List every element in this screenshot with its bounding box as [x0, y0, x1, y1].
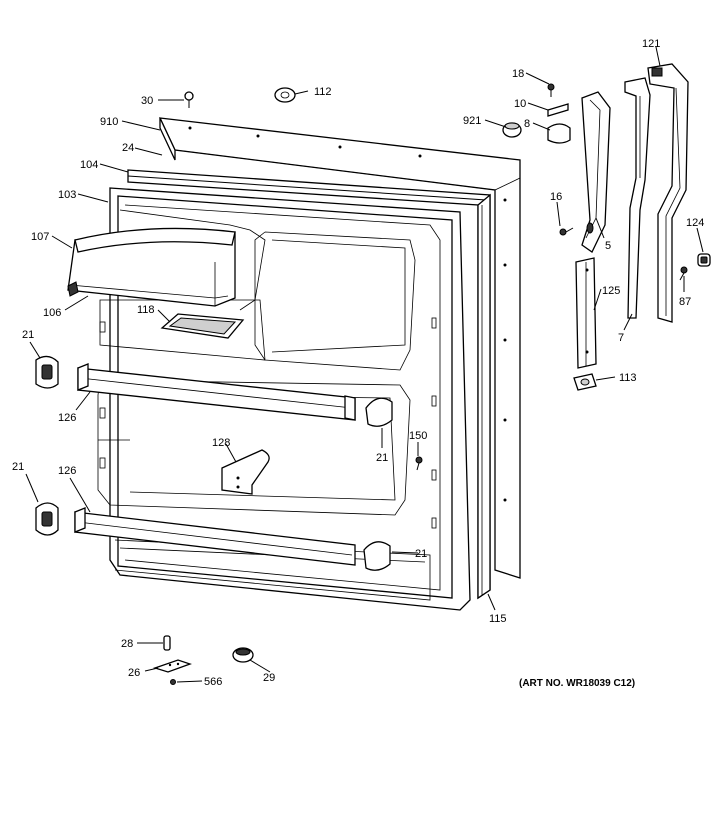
screw-16	[559, 227, 574, 236]
screw-87	[679, 266, 688, 281]
hinge-bar-7	[624, 77, 651, 319]
callout-labels: 18 121 30 112 10 921 8 910 24 104 103 16…	[12, 38, 704, 688]
door-shelf-upper	[77, 363, 356, 421]
callout-118: 118	[137, 304, 155, 316]
callout-28: 28	[121, 638, 133, 650]
hinge-121	[647, 63, 689, 323]
callout-21-left-upper: 21	[22, 329, 34, 341]
callout-104: 104	[80, 159, 98, 171]
callout-910: 910	[100, 116, 118, 128]
clip-21-right-middle	[365, 397, 393, 427]
bushing-8	[547, 123, 571, 144]
callout-112: 112	[314, 86, 332, 98]
clip-21-left-upper	[35, 355, 59, 389]
shim-10	[547, 103, 569, 117]
callout-30: 30	[141, 95, 153, 107]
callout-7: 7	[618, 332, 624, 344]
screw-150	[415, 456, 423, 471]
callout-125-right: 125	[602, 285, 620, 297]
callout-566: 566	[204, 676, 222, 688]
callout-24: 24	[122, 142, 134, 154]
callout-124: 124	[686, 217, 704, 229]
callout-126-lower: 126	[58, 465, 76, 477]
callout-21-left-lower: 21	[12, 461, 24, 473]
callout-10: 10	[514, 98, 526, 110]
callout-121: 121	[642, 38, 660, 50]
callout-18: 18	[512, 68, 524, 80]
pin-28	[163, 635, 171, 651]
callout-8: 8	[524, 118, 530, 130]
tray-118	[160, 313, 245, 339]
callout-5: 5	[605, 240, 611, 252]
callout-106: 106	[43, 307, 61, 319]
callout-103: 103	[58, 189, 76, 201]
clip-21-left-lower	[35, 502, 59, 536]
callout-126-upper: 126	[58, 412, 76, 424]
strip-125	[575, 257, 597, 369]
callout-107: 107	[31, 231, 49, 243]
callout-16: 16	[550, 191, 562, 203]
clip-21-right-lower	[363, 541, 391, 571]
callout-87: 87	[679, 296, 691, 308]
screw-18	[547, 83, 555, 97]
callout-115: 115	[489, 613, 507, 625]
hinge-5	[581, 91, 611, 253]
callout-26: 26	[128, 667, 140, 679]
plug-112	[274, 87, 296, 103]
door-shelf-lower	[74, 507, 356, 566]
leader-lines	[25, 46, 704, 683]
shelf-bracket-128	[221, 449, 270, 495]
plate-26	[152, 659, 192, 673]
callout-150: 150	[409, 430, 427, 442]
callout-21-right-middle: 21	[376, 452, 388, 464]
door-outer-panel	[158, 117, 521, 579]
bumper-29	[232, 647, 254, 663]
art-number: (ART NO. WR18039 C12)	[519, 678, 635, 689]
callout-21-right-lower: 21	[415, 548, 427, 560]
cap-124	[697, 253, 711, 267]
callout-29: 29	[263, 672, 275, 684]
butter-compartment-door	[67, 227, 236, 307]
callout-128: 128	[212, 437, 230, 449]
screw-566	[170, 679, 176, 685]
door-gasket	[127, 169, 491, 600]
screw-30	[184, 91, 194, 108]
callout-113: 113	[619, 372, 637, 384]
cap-113	[573, 373, 597, 391]
callout-921: 921	[463, 115, 481, 127]
part-921	[502, 122, 522, 138]
